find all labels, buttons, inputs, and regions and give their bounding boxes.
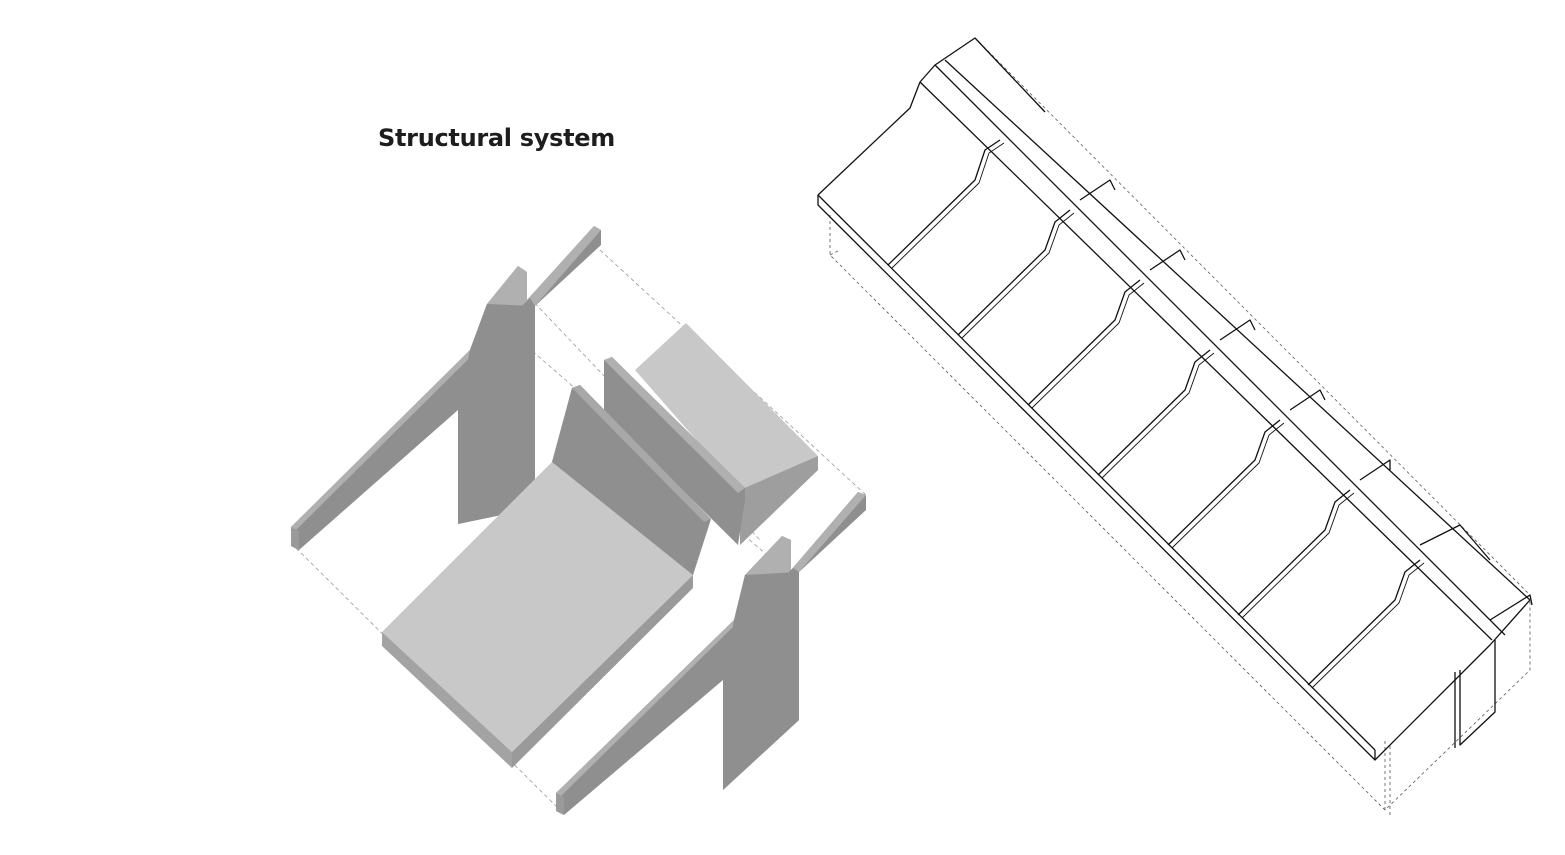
main-slab xyxy=(382,385,711,768)
roof-ribs xyxy=(1079,179,1491,561)
front-frame xyxy=(556,492,866,815)
bay-partitions xyxy=(887,139,1425,689)
assembled-axonometric xyxy=(817,37,1533,815)
rear-slab xyxy=(635,323,818,545)
rear-wall-panel xyxy=(604,357,745,545)
diagram-title: Structural system xyxy=(378,124,615,152)
end-column xyxy=(1454,640,1496,748)
back-frame xyxy=(291,226,601,550)
